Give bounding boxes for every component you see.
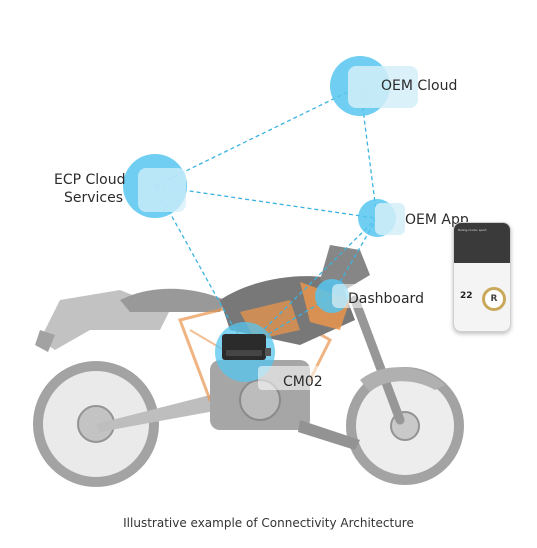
link-ecp-oemcloud [154,85,361,187]
cm02-node [215,322,334,390]
ecp-cloud-label-line1: ECP Cloud [54,172,126,188]
phone-speed-value: 22 [460,291,473,301]
diagram-caption: Illustrative example of Connectivity Arc… [123,516,414,530]
cm02-device [222,334,266,360]
phone-gear-value: R [490,294,498,304]
dashboard-label: Dashboard [348,291,424,307]
dashboard-node [315,279,394,313]
link-oemapp-cm02 [244,217,378,349]
oem-app-node [358,199,405,237]
phone-title: Riding mode: sport [458,228,487,232]
oem-cloud-label: OEM Cloud [381,78,458,94]
oem-cloud-node [330,56,418,116]
ecp-cloud-node [123,154,187,218]
phone-header: Riding mode: sport [454,223,510,263]
ecp-cloud-label: ECP Cloud Services [54,171,126,207]
cm02-label: CM02 [283,374,323,390]
ecp-cloud-label-line2: Services [64,190,124,206]
oem-app-label: OEM App [405,212,469,228]
phone-app-mockup: Riding mode: sport 22 R [453,222,511,332]
link-ecp-oemapp [154,185,376,219]
phone-gauge [482,287,506,311]
